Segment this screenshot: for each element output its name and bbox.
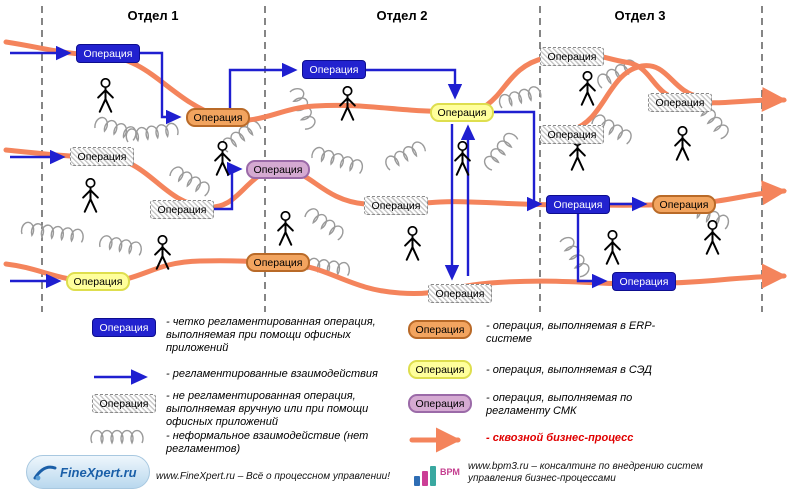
person-icon [579, 71, 596, 106]
person-icon [674, 126, 691, 161]
spiral-connector [481, 129, 520, 172]
regulated-arrow [140, 51, 182, 125]
finexpert-logo: FineXpert.ru [26, 455, 150, 489]
operation-node-unregulated: Операция [70, 147, 134, 166]
operation-node-unregulated: Операция [150, 200, 214, 219]
spiral-connector [558, 234, 592, 279]
operation-node-sed: Операция [430, 103, 494, 122]
legend-regulated-arrow-desc: - регламентированные взаимодействия [166, 368, 378, 380]
regulated-interaction-arrows [10, 45, 648, 289]
bpm-logo-bar-icon [414, 476, 420, 486]
operation-node-unregulated: Операция [540, 125, 604, 144]
legend-spiral-sample [90, 429, 144, 444]
person-icon [277, 211, 294, 246]
bpm-caption: www.bpm3.ru – консалтинг по внедрению си… [468, 461, 703, 484]
spiral-connector [382, 139, 427, 172]
legend-samples [90, 369, 461, 453]
end-to-end-process-flows [3, 39, 787, 297]
operation-node-erp: Операция [246, 253, 310, 272]
regulated-arrow [214, 161, 243, 211]
bpm-logo-bar-icon [430, 466, 436, 486]
regulated-arrow [228, 62, 298, 108]
operation-node-erp: Операция [652, 195, 716, 214]
operation-node-sed: Операция [66, 272, 130, 291]
legend-smk-operation-sample: Операция [408, 394, 472, 413]
legend-sed-operation-sample: Операция [408, 360, 472, 379]
person-icon [97, 78, 114, 113]
legend-erp-operation-sample: Операция [408, 320, 472, 339]
bpm-logo-text: ВРМ [440, 467, 460, 477]
legend-smk-operation-desc: - операция, выполняемая по регламенту СМ… [486, 392, 633, 417]
operation-node-unregulated: Операция [540, 47, 604, 66]
operation-node-unregulated: Операция [364, 196, 428, 215]
legend-erp-operation-desc: - операция, выполняемая в ERP-системе [486, 320, 656, 345]
legend-sed-operation-desc: - операция, выполняемая в СЭД [486, 364, 652, 376]
spiral-connector [20, 220, 85, 244]
spiral-connector [310, 145, 366, 175]
person-icon [404, 226, 421, 261]
spiral-connector [168, 164, 213, 198]
legend-process-flow-desc: - сквозной бизнес-процесс [486, 432, 634, 444]
informal-interaction-spirals [20, 57, 732, 279]
person-icon [214, 141, 231, 176]
person-icon [339, 86, 356, 121]
operation-node-smk: Операция [246, 160, 310, 179]
legend-regulated-operation-desc: - четко регламентированная операция, вып… [166, 316, 376, 354]
person-icon [604, 230, 621, 265]
legend-unregulated-operation-sample: Операция [92, 394, 156, 413]
regulated-arrow [494, 110, 543, 212]
regulated-arrow [366, 68, 463, 100]
legend-spiral-desc: - неформальное взаимодействие (нет регла… [166, 430, 369, 455]
business-process-flow-branch [569, 63, 703, 133]
finexpert-logo-text: FineXpert.ru [60, 464, 137, 480]
legend-unregulated-operation-desc: - не регламентированная операция, выполн… [166, 390, 369, 428]
department-header-2: Отдел 2 [376, 8, 428, 23]
bpm-logo-bar-icon [422, 471, 428, 486]
person-icon [704, 220, 721, 255]
operation-node-unregulated: Операция [648, 93, 712, 112]
operation-node-regulated: Операция [76, 44, 140, 63]
spiral-connector [98, 233, 144, 257]
regulated-arrow [576, 214, 608, 289]
spiral-connector [303, 205, 347, 242]
operation-node-unregulated: Операция [428, 284, 492, 303]
person-icons [82, 71, 721, 270]
operation-node-regulated: Операция [302, 60, 366, 79]
department-header-1: Отдел 1 [127, 8, 179, 23]
person-icon [82, 178, 99, 213]
operation-node-regulated: Операция [546, 195, 610, 214]
bpm-logo: ВРМ [414, 458, 462, 486]
finexpert-caption: www.FineXpert.ru – Всё о процессном упра… [156, 471, 390, 482]
department-header-3: Отдел 3 [614, 8, 666, 23]
operation-node-erp: Операция [186, 108, 250, 127]
legend-regulated-operation-sample: Операция [92, 318, 156, 337]
finexpert-swoosh-icon [33, 465, 57, 481]
operation-node-regulated: Операция [612, 272, 676, 291]
spiral-connector [93, 115, 139, 142]
